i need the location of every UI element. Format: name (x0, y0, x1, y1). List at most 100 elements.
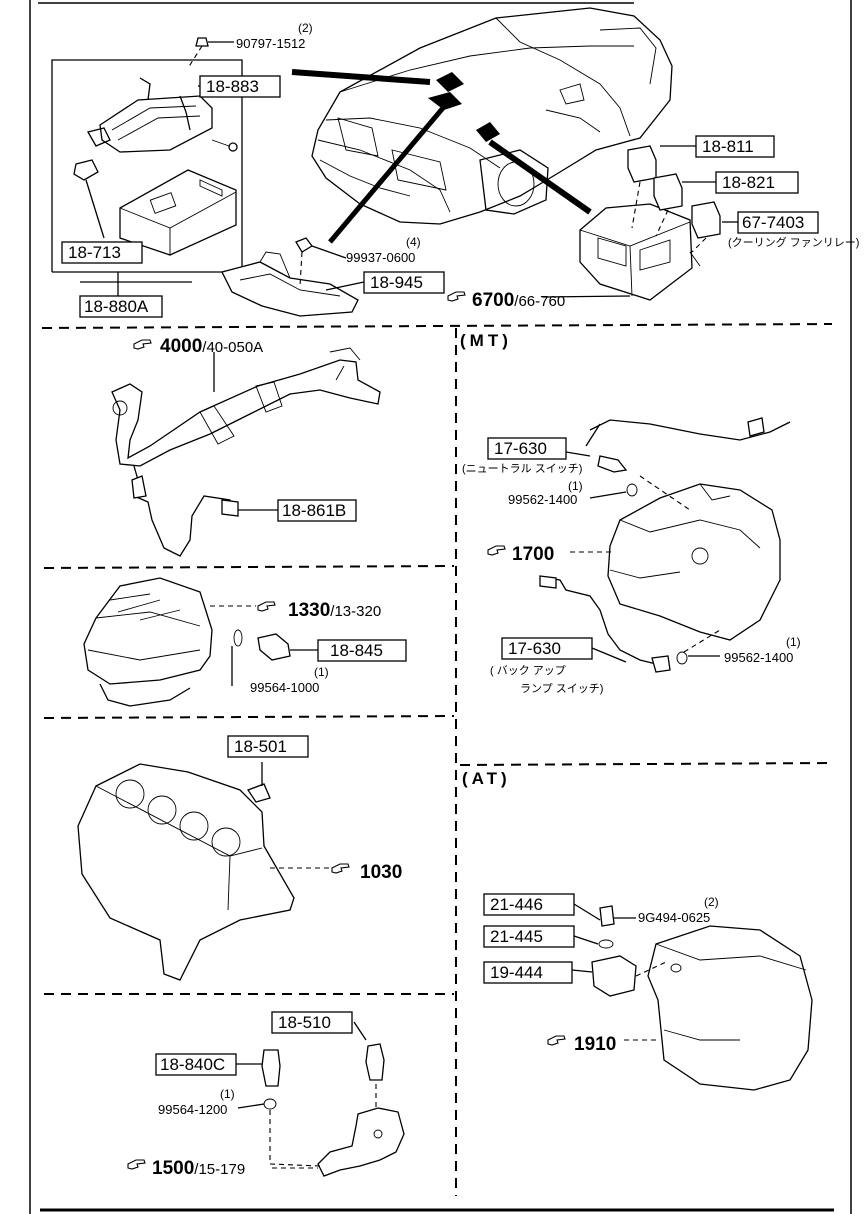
part-box-18-861B[interactable]: 18-861B (277, 499, 357, 522)
part-99564-1000[interactable]: 99564-1000 (250, 680, 319, 695)
section-header-at: (AT) (462, 769, 511, 788)
ref-6700[interactable]: 6700/66-760 (447, 290, 565, 311)
svg-text:1500/15-179: 1500/15-179 (152, 1158, 245, 1179)
divider-left-1 (43, 565, 455, 569)
svg-text:18-880A: 18-880A (84, 297, 149, 316)
part-box-17-630-backup[interactable]: 17-630 (501, 637, 593, 660)
qty-90797: (2) (298, 21, 313, 35)
divider-left-2 (43, 715, 455, 719)
part-99937-0600[interactable]: 99937-0600 (346, 250, 415, 265)
qty-99564-a: (1) (314, 665, 329, 679)
part-box-18-501[interactable]: 18-501 (227, 735, 309, 758)
qty-99562-a: (1) (568, 479, 583, 493)
part-box-17-630-neutral[interactable]: 17-630 (487, 437, 567, 460)
part-box-18-945[interactable]: 18-945 (363, 271, 445, 294)
part-box-18-883[interactable]: 18-883 (199, 75, 281, 98)
note-cooling-fan-relay: (クーリング ファンリレー) (728, 235, 859, 249)
part-box-18-880A[interactable]: 18-880A (79, 295, 163, 318)
mt-transmission-drawing (539, 417, 791, 673)
svg-text:18-883: 18-883 (206, 77, 259, 96)
ref-1500[interactable]: 1500/15-179 (127, 1158, 245, 1179)
qty-99562-b: (1) (786, 635, 801, 649)
svg-text:1030: 1030 (360, 862, 402, 883)
svg-text:6700/66-760: 6700/66-760 (472, 290, 565, 311)
leader-99562-a (589, 491, 627, 499)
note-neutral-switch: (ニュートラル スイッチ) (462, 462, 582, 475)
leader-18-510 (353, 1021, 367, 1041)
part-99562-1400-b[interactable]: 99562-1400 (724, 650, 793, 665)
ecu-bracket-drawing (73, 37, 238, 256)
svg-text:17-630: 17-630 (508, 639, 561, 658)
ecu-group-frame (51, 59, 243, 273)
leader-19-444 (571, 969, 593, 973)
part-99562-1400-a[interactable]: 99562-1400 (508, 492, 577, 507)
section-header-mt: (MT) (460, 331, 512, 350)
qty-9G494: (2) (704, 895, 719, 909)
part-box-18-840C[interactable]: 18-840C (155, 1053, 237, 1076)
ref-1030[interactable]: 1030 (331, 862, 402, 883)
part-box-18-845[interactable]: 18-845 (317, 639, 407, 662)
relay-box-drawing (579, 145, 721, 301)
svg-text:17-630: 17-630 (494, 439, 547, 458)
pointing-hand-icon (133, 339, 152, 350)
svg-text:18-713: 18-713 (68, 243, 121, 262)
pointer-arrow-ecu (291, 69, 431, 85)
svg-text:19-444: 19-444 (490, 963, 543, 982)
leader-18-945 (325, 281, 365, 291)
svg-text:18-945: 18-945 (370, 273, 423, 292)
lower-bracket-drawing (221, 237, 359, 317)
at-transmission-drawing (591, 905, 813, 1091)
thermostat-housing-drawing (83, 577, 291, 707)
svg-text:18-811: 18-811 (702, 137, 754, 156)
qty-99937: (4) (406, 235, 421, 249)
exhaust-pipe-drawing (111, 347, 381, 557)
divider-top (41, 323, 833, 329)
car-front-drawing (311, 7, 673, 225)
part-99564-1200[interactable]: 99564-1200 (158, 1102, 227, 1117)
svg-text:67-7403: 67-7403 (742, 213, 804, 232)
leader-17-630-backup (591, 647, 627, 663)
svg-text:1700: 1700 (512, 544, 554, 565)
pointing-hand-icon (331, 863, 350, 874)
svg-text:18-510: 18-510 (278, 1013, 331, 1032)
part-box-18-811[interactable]: 18-811 (695, 135, 775, 158)
svg-text:18-845: 18-845 (330, 641, 383, 660)
svg-text:18-840C: 18-840C (160, 1055, 225, 1074)
svg-text:21-445: 21-445 (490, 927, 543, 946)
svg-text:18-861B: 18-861B (282, 501, 346, 520)
part-box-21-445[interactable]: 21-445 (483, 925, 575, 948)
leader-21-445 (573, 935, 599, 945)
engine-block-drawing (77, 763, 295, 981)
part-box-18-713[interactable]: 18-713 (61, 241, 143, 264)
part-box-19-444[interactable]: 19-444 (483, 961, 573, 984)
water-outlet-drawing (261, 1043, 405, 1177)
pointing-hand-icon (447, 291, 466, 302)
svg-text:21-446: 21-446 (490, 895, 543, 914)
ref-1910[interactable]: 1910 (547, 1034, 616, 1055)
ref-1330[interactable]: 1330/13-320 (257, 600, 381, 621)
pointer-arrow-bracket (328, 100, 450, 244)
ref-1700[interactable]: 1700 (487, 544, 554, 565)
part-box-67-7403[interactable]: 67-7403 (737, 211, 819, 234)
divider-right-1 (459, 762, 835, 766)
leader-99564-b (237, 1103, 265, 1109)
leader-99937 (311, 245, 347, 259)
leader-21-446 (573, 903, 601, 921)
note-backup-lamp-1: ( バック アップ (490, 664, 566, 677)
svg-text:18-821: 18-821 (722, 173, 775, 192)
pointer-arrow-relay (488, 139, 592, 215)
pointing-hand-icon (547, 1035, 566, 1046)
svg-text:4000/40-050A: 4000/40-050A (160, 336, 263, 357)
ref-4000[interactable]: 4000/40-050A (133, 336, 263, 357)
part-box-18-510[interactable]: 18-510 (271, 1011, 353, 1034)
ref-6700-leader (541, 295, 631, 298)
part-box-21-446[interactable]: 21-446 (483, 893, 575, 916)
part-box-18-821[interactable]: 18-821 (715, 171, 799, 194)
pointing-hand-icon (257, 601, 276, 612)
leader-17-630-neutral (565, 451, 591, 457)
part-90797-1512[interactable]: 90797-1512 (236, 36, 305, 51)
svg-text:18-501: 18-501 (234, 737, 287, 756)
part-9G494-0625[interactable]: 9G494-0625 (638, 910, 710, 925)
pointing-hand-icon (487, 545, 506, 556)
